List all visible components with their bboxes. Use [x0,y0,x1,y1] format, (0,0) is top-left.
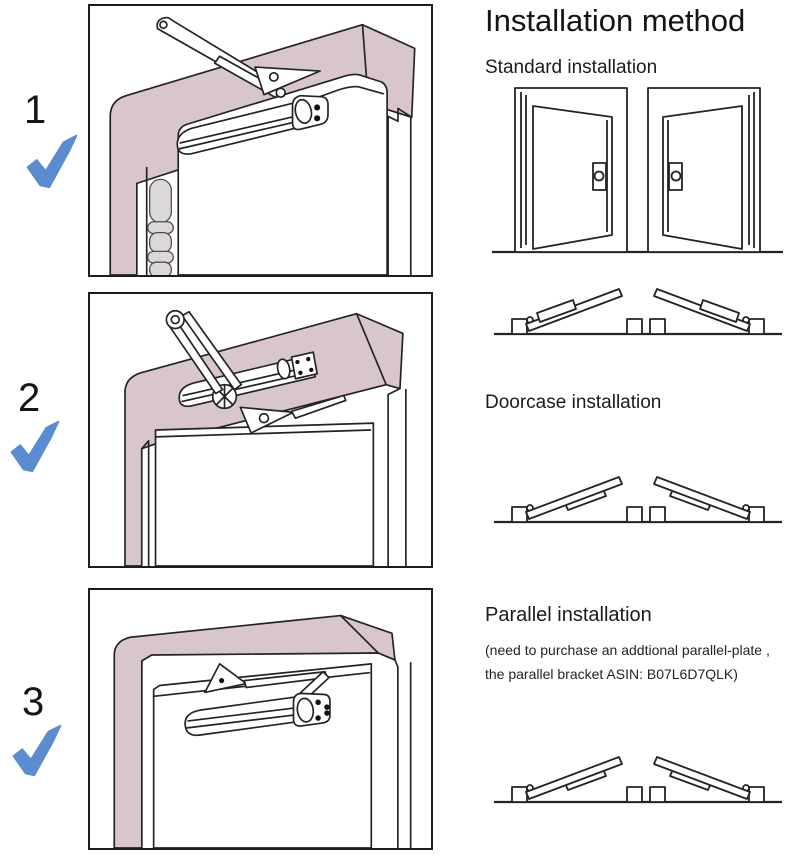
jamb-block [626,318,643,335]
open-door [653,476,751,520]
door-closer-arm [156,16,321,99]
door-closer-body [176,94,329,155]
open-door [525,756,623,800]
parallel-note-line1: (need to purchase an addtional parallel-… [485,642,770,658]
jamb-block [649,786,666,803]
checkmark-icon [10,420,60,473]
door-leaf [154,422,375,566]
open-door [653,756,751,800]
step2-panel [88,292,433,568]
parallel-note-line2: the parallel bracket ASIN: B07L6D7QLK) [485,666,738,682]
door-frame [113,614,412,848]
door-handle [592,162,607,191]
step2-doorcase-installation-illustration [124,309,407,566]
right-door [647,87,761,253]
jamb-block [626,506,643,523]
hinge-block [511,318,528,335]
section-heading-doorcase: Doorcase installation [485,392,662,413]
door-leaf [152,663,373,848]
jamb-block [649,318,666,335]
checkmark-icon [26,134,78,189]
hinge-block [511,786,528,803]
hinge-block [748,318,765,335]
jamb-block [649,506,666,523]
page-title: Installation method [485,3,746,38]
step-number-2: 2 [18,376,41,420]
door-closer-body [184,692,331,737]
section-heading-parallel: Parallel installation [485,604,652,626]
jamb-block [626,786,643,803]
hinge-block [511,506,528,523]
front-view-doors-illustration [492,87,783,254]
top-view-doorcase-illustration [494,476,782,524]
step1-standard-installation-illustration [109,16,416,275]
door-closer-arm [204,663,330,707]
hinge-block [748,506,765,523]
step-number-1: 1 [24,88,47,132]
checkmark-icon [12,724,62,777]
left-door [514,87,628,253]
step3-panel [88,588,433,850]
step-number-3: 3 [22,680,45,724]
top-view-parallel-illustration [494,756,782,804]
door-hinge [147,178,174,275]
door-closer [699,299,740,323]
door-handle [668,162,683,191]
door-closer-arm [165,309,347,434]
door-closer [536,299,577,323]
hinge-block [748,786,765,803]
step1-panel [88,4,433,277]
step3-parallel-installation-illustration [113,614,412,848]
section-heading-standard: Standard installation [485,57,658,78]
open-door [525,476,623,520]
top-view-standard-illustration [494,288,782,336]
